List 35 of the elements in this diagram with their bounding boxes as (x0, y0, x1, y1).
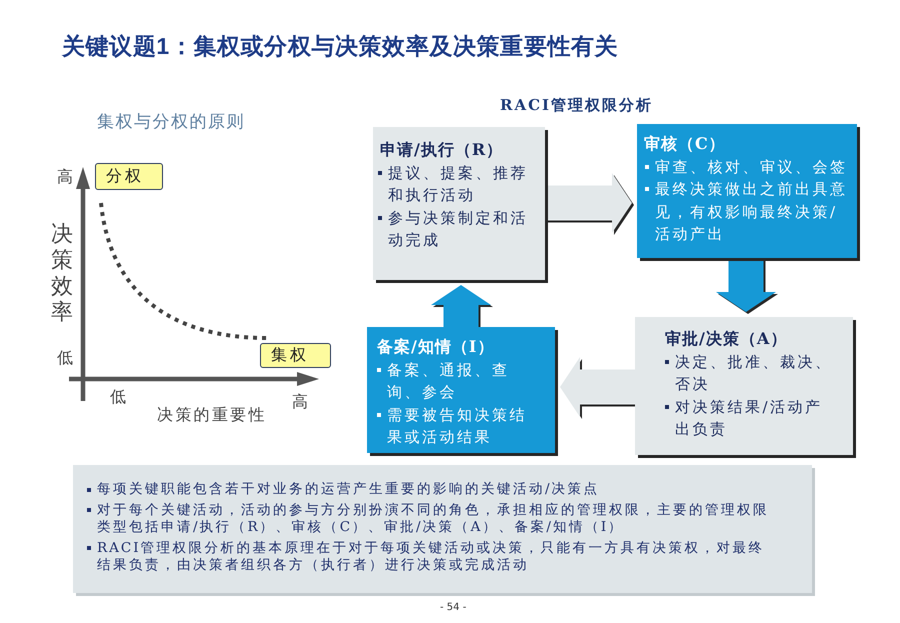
block-arrow (560, 357, 635, 417)
axis-title: 决策的重要性 (157, 405, 267, 425)
box-heading: 审批/决策（A） (665, 328, 788, 350)
note-panel (73, 465, 812, 593)
bullet-text: 备案、通报、查询、参会 (387, 360, 510, 403)
page-title: 关键议题1：集权或分权与决策效率及决策重要性有关 (62, 32, 618, 61)
block-arrow (545, 173, 632, 233)
axis-tick-label: 高 (57, 167, 73, 187)
process-box (367, 327, 555, 453)
block-arrow (431, 285, 491, 327)
section-heading: RACI管理权限分析 (500, 96, 654, 114)
axis-tick-label: 高 (292, 392, 308, 412)
box-heading: 审核（C） (644, 133, 727, 155)
section-heading: 集权与分权的原则 (97, 112, 245, 132)
axis-tick-label: 低 (110, 387, 126, 407)
bullet-text: 最终决策做出之前出具意见，有权影响最终决策/活动产出 (655, 179, 848, 245)
axis-tick-label: 低 (57, 348, 73, 368)
process-box (373, 127, 545, 280)
label-box: 分权 (95, 163, 163, 190)
bullet-text: 对决策结果/活动产出负责 (675, 396, 824, 440)
box-heading: 备案/知情（I） (377, 336, 496, 358)
bullet-text: 参与决策制定和活动完成 (388, 208, 529, 251)
axis-title: 决策效率 (51, 222, 73, 326)
box-heading: 申请/执行（R） (380, 139, 504, 161)
process-box (637, 124, 857, 258)
bullet-text: 决定、批准、裁决、否决 (675, 352, 834, 395)
bullet-text: RACI管理权限分析的基本原理在于对于每项关键活动或决策，只能有一方具有决策权，对最终结果负责，由决策者组织各方（执行者）进行决策或完成活动 (97, 540, 766, 574)
bullet-text: 提议、提案、推荐和执行活动 (388, 162, 529, 206)
bullet-text: 对于每个关键活动，活动的参与方分别扮演不同的角色，承担相应的管理权限，主要的管理权限类型包括申请/执行（R）、审核（C）、审批/决策（A）、备案/知情（I） (97, 502, 769, 536)
label-box: 集权 (260, 343, 331, 368)
bullet-text: 每项关键职能包含若干对业务的运营产生重要的影响的关键活动/决策点 (97, 481, 601, 498)
process-box (635, 317, 853, 455)
bullet-text: 需要被告知决策结果或活动结果 (387, 404, 528, 448)
page-number: - 54 - (440, 600, 466, 614)
bullet-text: 审查、核对、审议、会签 (655, 156, 848, 178)
